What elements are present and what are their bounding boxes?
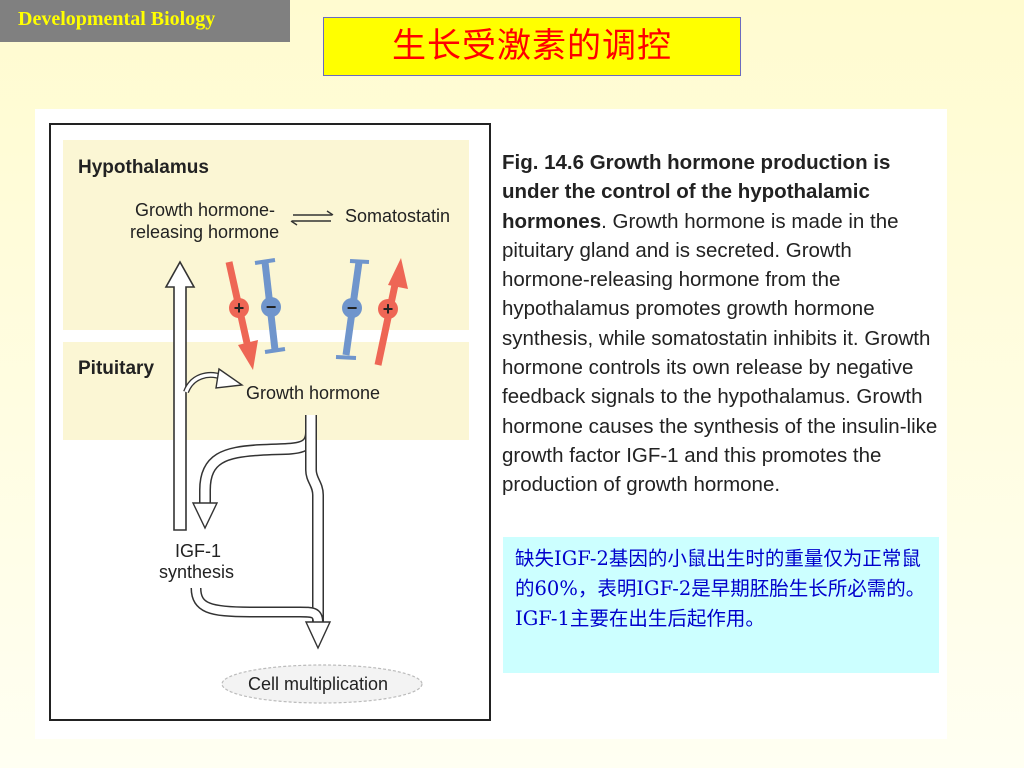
pituitary-band [63, 342, 469, 440]
figure-caption: Fig. 14.6 Growth hormone production is u… [502, 148, 942, 500]
plus-sign: + [234, 298, 245, 318]
reciprocal-arrows [290, 210, 334, 226]
caption-bold: Fig. 14.6 Growth hormone production is u… [502, 151, 891, 233]
gh-feedback-inhibit-bar: − [335, 259, 370, 360]
hypothalamus-label: Hypothalamus [78, 157, 209, 178]
somatostatin-inhibit-bar: − [254, 258, 286, 354]
igf1-label-line1: IGF-1 [175, 541, 222, 561]
pituitary-label: Pituitary [78, 358, 155, 379]
minus-sign: − [347, 298, 358, 318]
ghrh-label-line2: releasing hormone [130, 222, 280, 242]
growth-hormone-label: Growth hormone [246, 383, 381, 403]
plus-sign: + [383, 299, 394, 319]
ghrh-label-line1: Growth hormone- [135, 200, 276, 220]
slide-title: 生长受激素的调控 [323, 17, 741, 76]
course-tag: Developmental Biology [0, 0, 290, 42]
somatostatin-label: Somatostatin [345, 206, 451, 226]
igf1-label-line2: synthesis [159, 562, 235, 582]
cell-multiplication-cloud [221, 664, 423, 704]
caption-body: . Growth hormone is made in the pituitar… [502, 209, 938, 497]
igf1-to-hypothalamus-arrow [164, 260, 196, 531]
igf1-to-cell-arrow [190, 587, 324, 623]
ghrh-stimulate-arrow: + [225, 261, 258, 370]
cell-multiplication-label: Cell multiplication [248, 674, 389, 694]
minus-sign: − [266, 297, 277, 317]
gh-feedback-stimulate-arrow: + [374, 258, 408, 366]
chinese-note: 缺失IGF-2基因的小鼠出生时的重量仅为正常鼠的60%，表明IGF-2是早期胚胎… [503, 537, 939, 673]
